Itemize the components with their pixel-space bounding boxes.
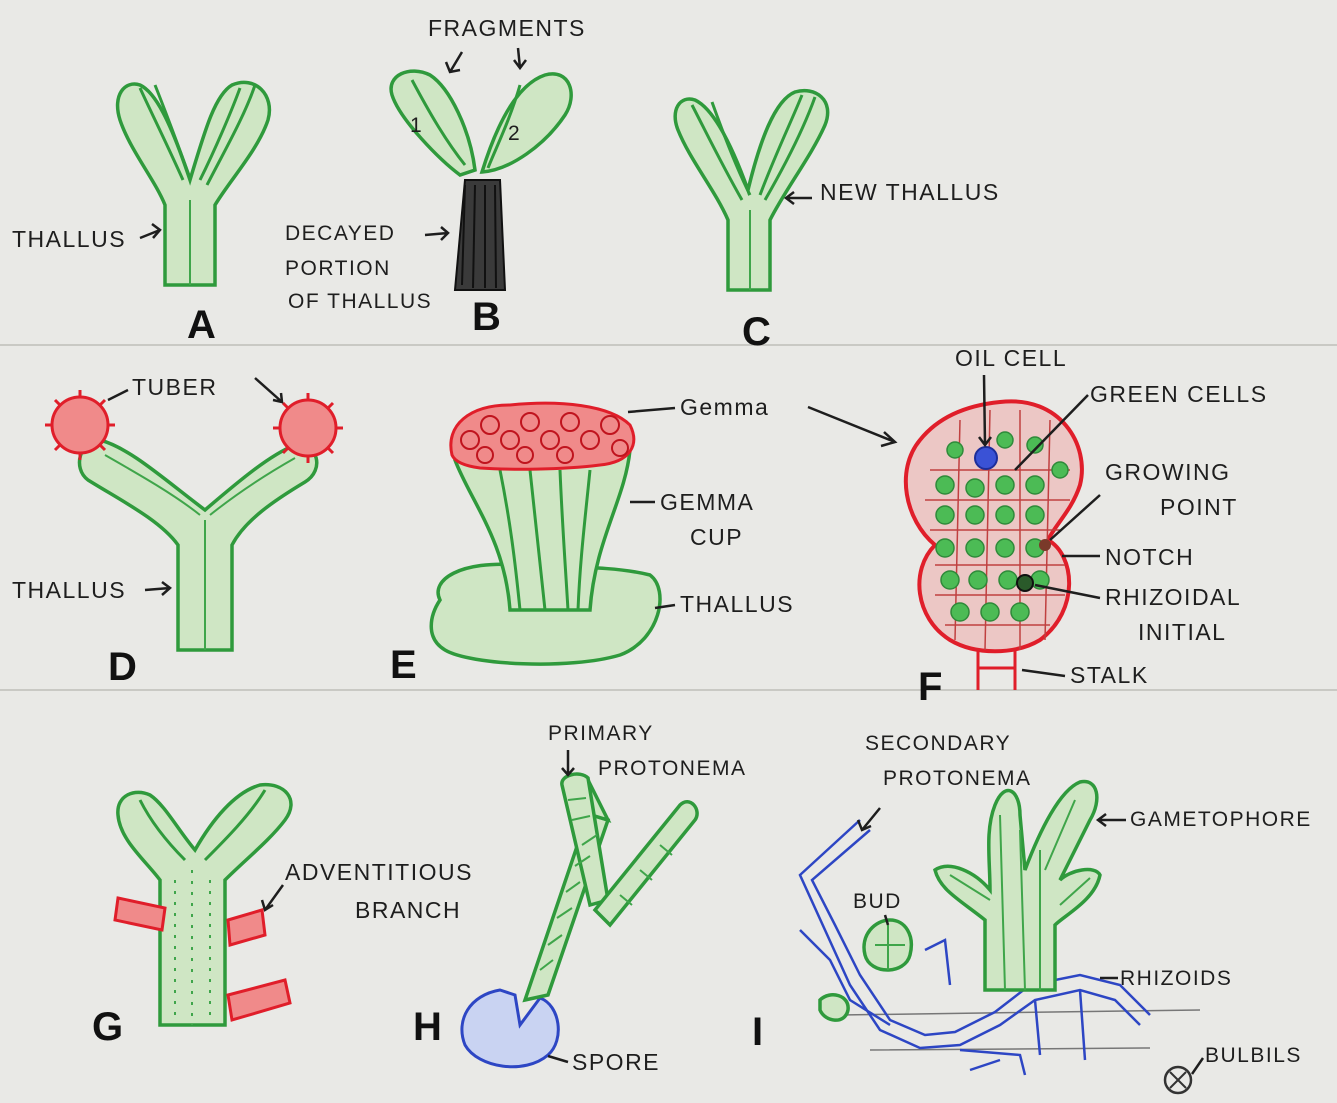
gametophore bbox=[935, 782, 1100, 990]
spore bbox=[462, 990, 558, 1067]
label-thallus-a: THALLUS bbox=[12, 226, 126, 252]
bulbil-cross bbox=[1170, 1072, 1186, 1088]
rhizoid-strands bbox=[960, 1050, 1025, 1075]
label-notch: NOTCH bbox=[1105, 544, 1194, 570]
label-spore: SPORE bbox=[572, 1049, 660, 1075]
panel-b: 1 2 FRAGMENTS DECAYED PORTION OF THALLUS… bbox=[285, 15, 586, 339]
gemma-stalk bbox=[978, 648, 1015, 690]
panel-a: THALLUS A bbox=[12, 82, 269, 347]
label-thallus-d: THALLUS bbox=[12, 577, 126, 603]
label-adventitious-1: ADVENTITIOUS bbox=[285, 859, 473, 885]
panel-letter-h: H bbox=[413, 1005, 442, 1049]
thallus-d bbox=[79, 440, 316, 650]
label-growing-2: POINT bbox=[1160, 494, 1238, 520]
label-gemma-cup-1: GEMMA bbox=[660, 489, 754, 515]
arrow-icon bbox=[140, 224, 160, 238]
label-decayed-1: DECAYED bbox=[285, 222, 395, 245]
label-growing-1: GROWING bbox=[1105, 459, 1231, 485]
panel-e: Gemma GEMMA CUP THALLUS E bbox=[390, 394, 794, 687]
label-rhizoids: RHIZOIDS bbox=[1120, 967, 1232, 990]
arrow-icon bbox=[1192, 1058, 1203, 1074]
arrow-icon bbox=[628, 408, 675, 412]
thallus-a bbox=[118, 82, 270, 285]
label-thallus-e: THALLUS bbox=[680, 591, 794, 617]
adventitious-branch-1 bbox=[115, 898, 165, 930]
panel-letter-c: C bbox=[742, 310, 771, 354]
soil-line bbox=[840, 1010, 1200, 1050]
fragment-number-1: 1 bbox=[410, 114, 423, 137]
label-tuber: TUBER bbox=[132, 374, 217, 400]
arrow-icon bbox=[858, 808, 880, 830]
label-decayed-2: PORTION bbox=[285, 257, 391, 280]
label-rhizoidal-2: INITIAL bbox=[1138, 619, 1226, 645]
label-gametophore: GAMETOPHORE bbox=[1130, 808, 1312, 831]
panel-letter-a: A bbox=[187, 303, 216, 347]
protonema-fragment bbox=[820, 995, 848, 1020]
label-bulbils: BULBILS bbox=[1205, 1044, 1302, 1067]
label-decayed-3: OF THALLUS bbox=[288, 290, 432, 313]
label-gemma: Gemma bbox=[680, 394, 769, 420]
growing-point bbox=[1039, 539, 1051, 551]
oil-cell bbox=[975, 447, 997, 469]
label-primary-1: PRIMARY bbox=[548, 722, 654, 745]
panel-d: TUBER THALLUS D bbox=[12, 374, 343, 689]
label-stalk: STALK bbox=[1070, 662, 1149, 688]
tuber-left bbox=[52, 397, 108, 453]
panel-letter-e: E bbox=[390, 643, 417, 687]
label-rhizoidal-1: RHIZOIDAL bbox=[1105, 584, 1241, 610]
arrow-icon bbox=[562, 750, 574, 775]
panel-f: OIL CELL GREEN CELLS GROWING POINT NOTCH… bbox=[808, 345, 1268, 709]
panel-c: NEW THALLUS C bbox=[675, 91, 1000, 354]
arrow-icon bbox=[145, 582, 170, 595]
label-secondary-1: SECONDARY bbox=[865, 732, 1011, 755]
arrow-icon bbox=[1098, 814, 1126, 826]
label-new-thallus: NEW THALLUS bbox=[820, 179, 1000, 205]
label-gemma-cup-2: CUP bbox=[690, 524, 743, 550]
tuber-right bbox=[280, 400, 336, 456]
arrow-icon bbox=[786, 192, 812, 204]
rhizoidal-initial bbox=[1017, 575, 1033, 591]
label-adventitious-2: BRANCH bbox=[355, 897, 461, 923]
panel-letter-d: D bbox=[108, 645, 137, 689]
label-green-cells: GREEN CELLS bbox=[1090, 381, 1268, 407]
adventitious-branch-3 bbox=[228, 980, 290, 1020]
arrow-icon bbox=[446, 52, 462, 72]
fragment-number-2: 2 bbox=[508, 122, 521, 145]
panel-letter-g: G bbox=[92, 1005, 123, 1049]
label-bud: BUD bbox=[853, 890, 902, 913]
panel-letter-i: I bbox=[752, 1010, 763, 1054]
protonema-branch bbox=[595, 802, 697, 925]
arrow-icon bbox=[514, 48, 526, 68]
panel-h: PRIMARY PROTONEMA SPORE H bbox=[413, 722, 746, 1075]
panel-i: SECONDARY PROTONEMA BUD GAMETOPHORE RHIZ… bbox=[752, 732, 1312, 1093]
adventitious-branch-2 bbox=[228, 910, 265, 945]
panel-letter-b: B bbox=[472, 295, 501, 339]
fragment-2 bbox=[482, 74, 571, 172]
label-oil-cell: OIL CELL bbox=[955, 345, 1067, 371]
arrow-icon bbox=[808, 407, 895, 446]
arrow-icon bbox=[262, 885, 283, 910]
panel-letter-f: F bbox=[918, 665, 942, 709]
label-fragments: FRAGMENTS bbox=[428, 15, 586, 41]
arrow-icon bbox=[425, 227, 448, 240]
arrow-icon bbox=[1022, 670, 1065, 676]
arrow-icon bbox=[548, 1056, 568, 1062]
label-primary-2: PROTONEMA bbox=[598, 757, 746, 780]
label-secondary-2: PROTONEMA bbox=[883, 767, 1031, 790]
